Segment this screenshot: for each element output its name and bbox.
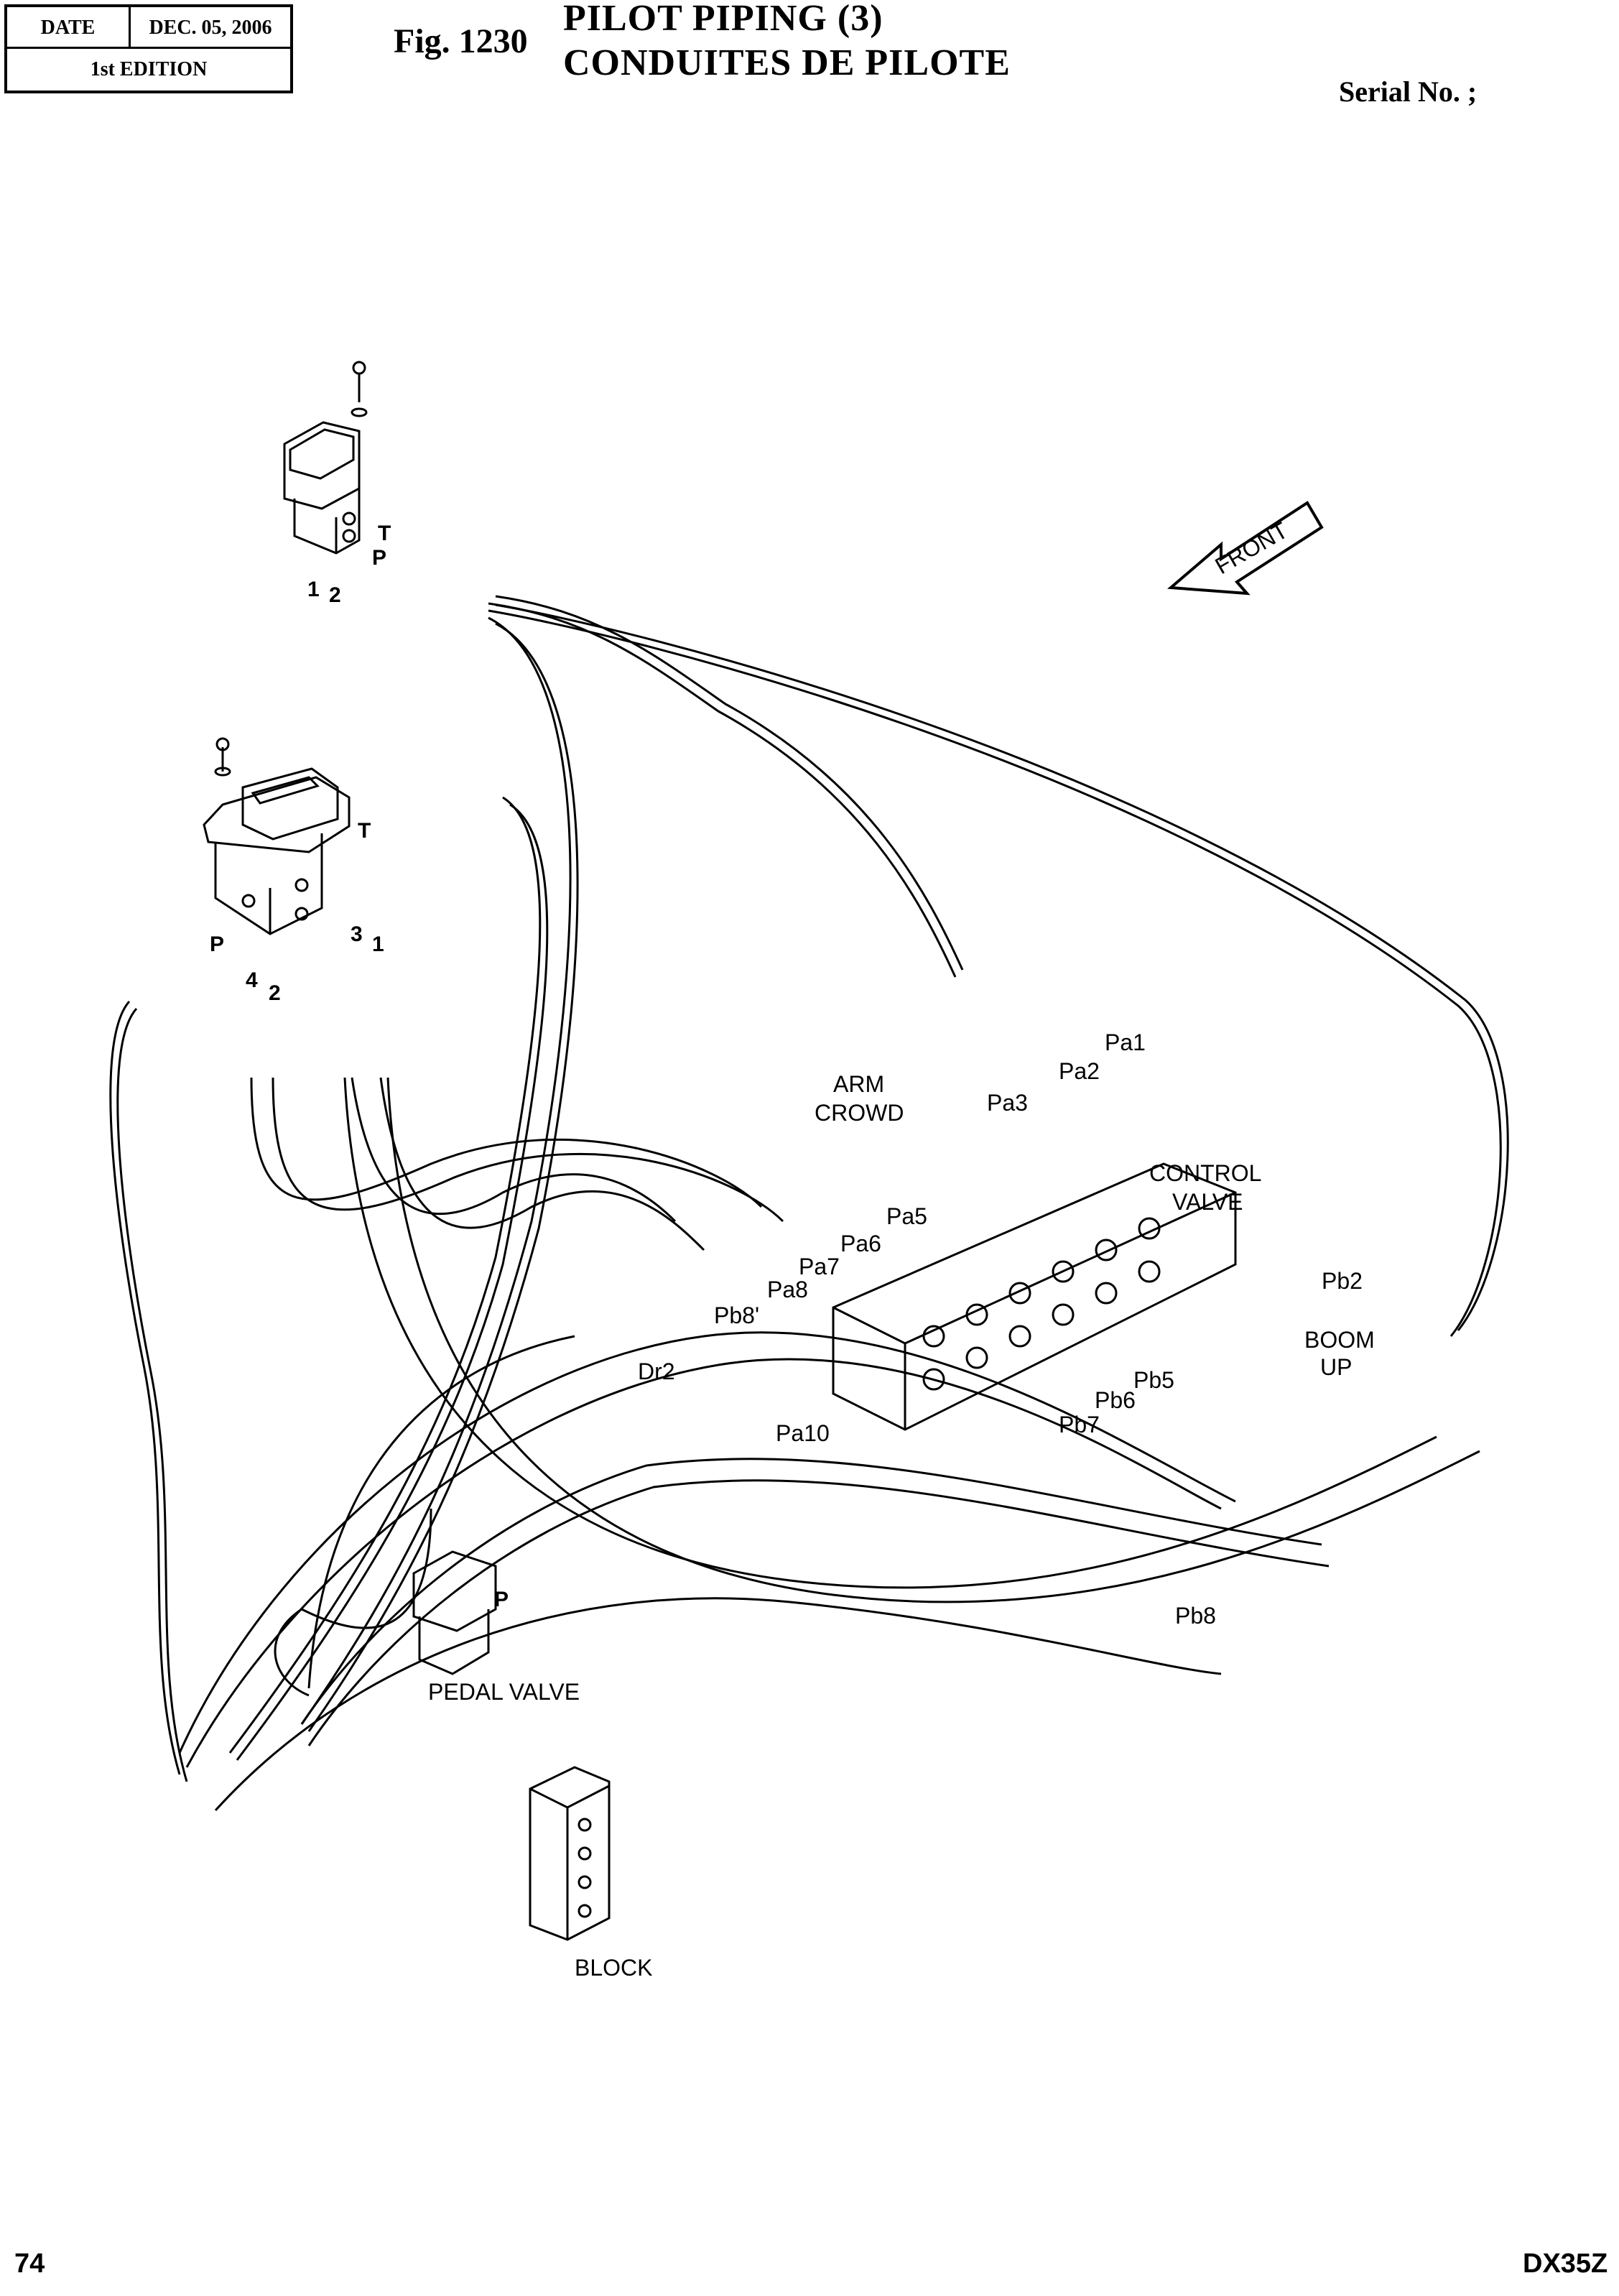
- arm-crowd-label-1: ARM: [833, 1071, 884, 1097]
- port-p-pedal: P: [494, 1588, 509, 1611]
- port-pb8-prime: Pb8': [714, 1302, 759, 1328]
- port-pb6: Pb6: [1095, 1387, 1136, 1413]
- pedal-valve: [412, 1550, 497, 1675]
- title-english: PILOT PIPING (3): [563, 0, 883, 39]
- control-valve: [832, 1162, 1237, 1431]
- port-pa3: Pa3: [987, 1090, 1028, 1116]
- figure-number: Fig. 1230: [394, 22, 528, 60]
- control-valve-label-2: VALVE: [1172, 1189, 1243, 1215]
- port-pa1: Pa1: [1105, 1029, 1146, 1055]
- model-code: DX35Z: [1523, 2249, 1608, 2279]
- port-pb8: Pb8: [1175, 1603, 1216, 1629]
- front-arrow: FRONT: [1167, 501, 1324, 596]
- port-pa5: Pa5: [886, 1203, 927, 1229]
- port-3: 3: [351, 922, 363, 946]
- date-value: DEC. 05, 2006: [131, 7, 290, 49]
- port-pa7: Pa7: [799, 1254, 840, 1279]
- port-2-left: 2: [269, 981, 281, 1005]
- port-1-top: 1: [307, 578, 320, 601]
- arm-crowd-label-2: CROWD: [815, 1100, 904, 1126]
- port-4: 4: [246, 968, 258, 992]
- port-pb2: Pb2: [1322, 1268, 1363, 1294]
- left-joystick: [203, 737, 351, 935]
- port-p-left: P: [210, 932, 224, 956]
- port-p-top: P: [372, 546, 386, 570]
- top-joystick: [283, 361, 368, 555]
- front-label: FRONT: [1211, 517, 1292, 579]
- port-dr2: Dr2: [638, 1358, 675, 1384]
- port-2-top: 2: [329, 583, 341, 607]
- port-pa6: Pa6: [840, 1231, 881, 1256]
- port-pb5: Pb5: [1133, 1367, 1174, 1393]
- page-number: 74: [14, 2249, 45, 2279]
- port-pa10: Pa10: [776, 1420, 830, 1446]
- serial-number: Serial No. ;: [1339, 75, 1477, 108]
- block: [529, 1766, 611, 1941]
- boom-up-label-1: BOOM: [1304, 1327, 1375, 1353]
- hoses: [109, 595, 1509, 1812]
- port-t-left: T: [358, 819, 371, 843]
- pedal-valve-label: PEDAL VALVE: [428, 1679, 580, 1705]
- block-label: BLOCK: [575, 1955, 652, 1981]
- port-pa2: Pa2: [1059, 1058, 1100, 1084]
- boom-up-label-2: UP: [1320, 1354, 1352, 1380]
- control-valve-label-1: CONTROL: [1149, 1160, 1261, 1186]
- port-pb7: Pb7: [1059, 1412, 1100, 1438]
- port-1-left: 1: [372, 932, 384, 956]
- date-label: DATE: [7, 7, 131, 49]
- header-box: DATE DEC. 05, 2006 1st EDITION: [4, 4, 293, 93]
- port-pa8: Pa8: [767, 1277, 808, 1302]
- title-french: CONDUITES DE PILOTE: [563, 42, 1011, 83]
- edition: 1st EDITION: [90, 58, 208, 80]
- port-t-top: T: [378, 522, 391, 545]
